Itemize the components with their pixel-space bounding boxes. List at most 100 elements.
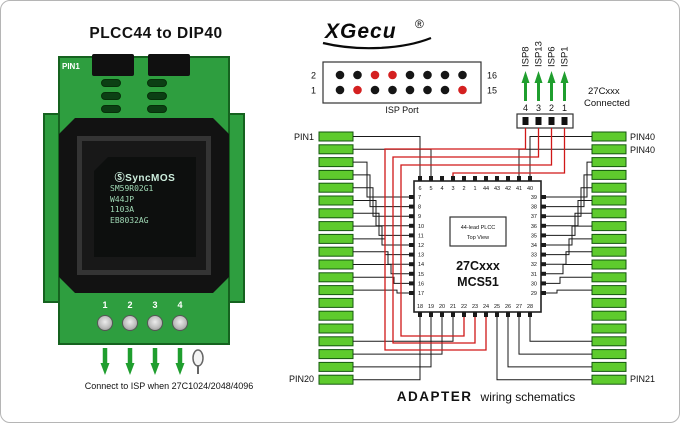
dip-pin-left — [318, 221, 354, 232]
chip-pin-number: 20 — [439, 304, 445, 310]
dip-pin-left — [318, 259, 354, 270]
isp-wires-red — [384, 128, 566, 351]
chip-pin-stub — [409, 214, 414, 219]
isp-connect-caption: Connect to ISP when 27C1024/2048/4096 — [84, 381, 254, 391]
chip-pin-number: 3 — [451, 186, 454, 192]
signal-wire — [353, 238, 409, 256]
chip-pin-stub — [541, 214, 546, 219]
isp-pin-dot — [405, 70, 415, 80]
isp-pin-dot — [423, 70, 432, 80]
chip-pin-number: 42 — [505, 186, 511, 192]
green-up-arrow-head — [560, 71, 569, 83]
chip-pin-stub — [528, 312, 532, 317]
chip-pin-stub — [541, 252, 546, 257]
signal-wire — [529, 136, 592, 176]
isp-connector-box — [516, 113, 574, 129]
isp-pin-dot — [458, 70, 467, 80]
dip-pin-right — [591, 310, 627, 321]
chip-pin-stub — [451, 312, 455, 317]
chip-pin-number: 14 — [418, 262, 424, 268]
dip-pin-left — [318, 272, 354, 283]
chip-pin-stub — [429, 312, 433, 317]
dip-pin-right — [591, 259, 627, 270]
signal-wire — [353, 317, 454, 342]
chip-pin-number: 13 — [418, 253, 424, 259]
chip-pin-stub — [409, 262, 414, 267]
signal-wire — [546, 238, 592, 256]
chip-pin-stub — [506, 176, 510, 181]
chip-pin-stub — [495, 312, 499, 317]
isp-pin-dot — [423, 85, 432, 95]
chip-pin-number: 23 — [472, 304, 478, 310]
dip-pin-left — [318, 285, 354, 296]
isp-signal-label: ISP1 — [560, 46, 571, 67]
dip-pin-left — [318, 233, 354, 244]
signal-wire — [546, 251, 592, 265]
dip-pin-right — [591, 157, 627, 168]
isp-port-pins — [335, 70, 467, 95]
signal-wire — [546, 187, 592, 217]
plcc-inner-label-1: 44-lead PLCC — [461, 225, 496, 231]
chip-pin-stub — [409, 281, 414, 286]
isp-pin-dot — [370, 70, 380, 80]
chip-pin-number: 15 — [418, 272, 424, 278]
dip-pin-left — [318, 310, 354, 321]
dip-pin-right — [591, 297, 627, 308]
dip-pin-right — [591, 169, 627, 180]
connector-pin — [535, 117, 542, 125]
dip-pin-left — [318, 195, 354, 206]
chip-pin-number: 40 — [527, 186, 533, 192]
connector-pin-number: 1 — [562, 103, 567, 113]
chip-pin-stub — [541, 281, 546, 286]
signal-wire — [496, 317, 592, 381]
dip-pin-right — [591, 336, 627, 347]
signal-wire — [518, 148, 592, 176]
footer-rest: wiring schematics — [480, 390, 576, 404]
chip-pin-stub — [451, 176, 455, 181]
footer-adapter-word: ADAPTER — [396, 389, 473, 404]
isp-pin-dot — [335, 85, 345, 95]
dip-pin-left — [318, 182, 354, 193]
connector-pin — [522, 117, 529, 125]
chip-pin-number: 24 — [483, 304, 489, 310]
label-pin20: PIN20 — [289, 374, 314, 384]
pcb-pin-number: 1 — [102, 300, 108, 310]
signal-wire — [353, 251, 409, 265]
chip-pin-number: 4 — [440, 186, 443, 192]
chip-pin-number: 21 — [450, 304, 456, 310]
chip-pin-number: 38 — [531, 205, 537, 211]
dip-pin-left — [318, 336, 354, 347]
isp-port-label: ISP Port — [385, 105, 419, 115]
chip-pin-stub — [409, 233, 414, 238]
green-down-arrow-head — [150, 363, 160, 375]
dip-pin-right — [591, 144, 627, 155]
pcb-hole — [101, 79, 121, 87]
dip-pin-right — [591, 349, 627, 360]
isp-pin-dot — [353, 70, 362, 80]
pcb-pin-number: 2 — [127, 300, 133, 310]
isp-arrows — [521, 71, 569, 101]
chip-pin-stub — [409, 291, 414, 295]
chip-pin-stub — [541, 195, 546, 199]
chip-pin-stub — [541, 262, 546, 267]
isp-pin-dot — [335, 70, 345, 80]
adapter-title: PLCC44 to DIP40 — [89, 25, 223, 42]
isp-port-num-2: 2 — [311, 71, 316, 81]
connector-pin-number: 2 — [549, 103, 554, 113]
pcb-hole — [147, 92, 167, 100]
chip-pin-number: 8 — [418, 205, 421, 211]
green-up-arrow-head — [534, 71, 543, 83]
isp-connector-pins — [522, 117, 568, 125]
chip-pin-number: 18 — [417, 304, 423, 310]
dip-pin-right — [591, 285, 627, 296]
chip-pin-number: 41 — [516, 186, 522, 192]
chip-pin-stub — [541, 271, 546, 276]
pcb-hole — [147, 79, 167, 87]
chip-pin-number: 17 — [418, 291, 424, 297]
chip-pin-number: 31 — [531, 272, 537, 278]
isp-pin-dot — [440, 85, 450, 95]
signal-wire — [546, 264, 592, 275]
signal-wire — [507, 317, 592, 368]
pcb-hole — [147, 105, 167, 113]
